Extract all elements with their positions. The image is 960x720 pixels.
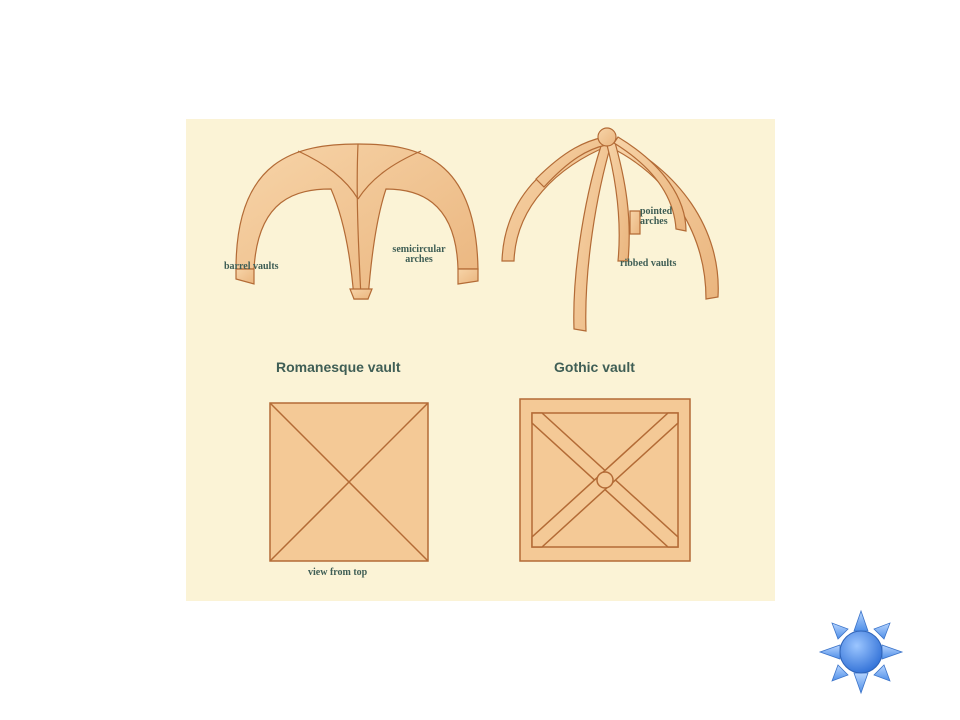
gothic-vault-drawing (501, 127, 719, 332)
gothic-plan (519, 398, 691, 562)
romanesque-vault-drawing (235, 143, 479, 300)
romanesque-plan (269, 402, 429, 562)
diagram-panel: barrel vaults semicircular arches pointe… (186, 119, 775, 601)
label-pointed-arches: pointed arches (640, 206, 673, 227)
label-barrel-vaults: barrel vaults (224, 261, 279, 272)
label-semicircular-arches: semicircular arches (392, 244, 446, 265)
title-gothic-vault: Gothic vault (554, 359, 635, 375)
vault-illustrations (235, 127, 719, 562)
title-romanesque-vault: Romanesque vault (276, 359, 401, 375)
label-view-from-top: view from top (308, 567, 368, 578)
sun-star-icon[interactable] (818, 609, 904, 695)
label-ribbed-vaults: ribbed vaults (620, 258, 677, 269)
